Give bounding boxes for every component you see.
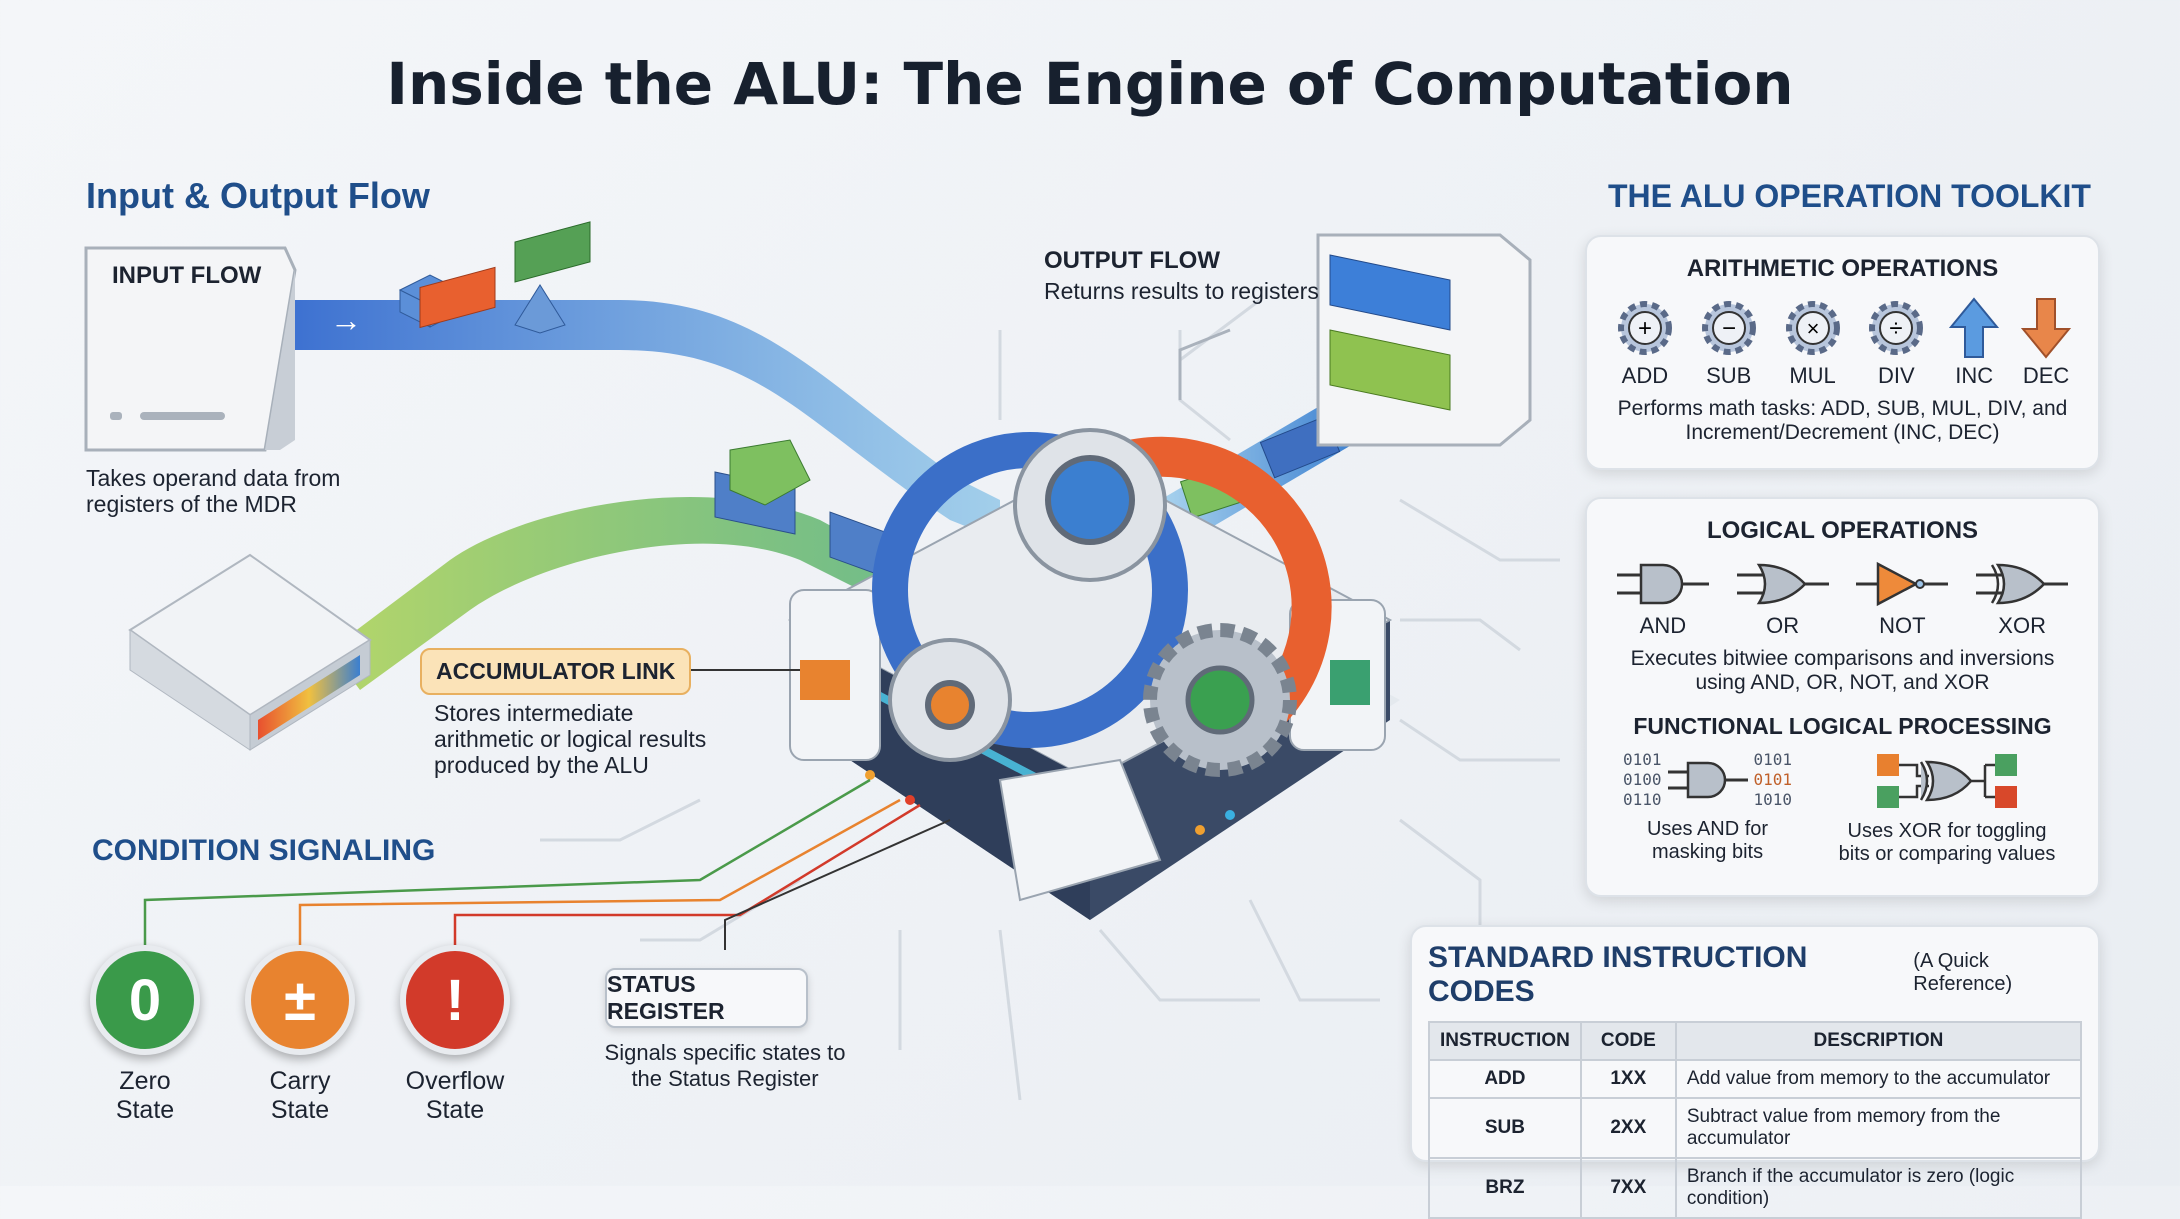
svg-text:−: −	[1722, 315, 1736, 342]
svg-text:+: +	[1638, 315, 1652, 342]
flag-label: Overflow State	[405, 1067, 505, 1124]
logical-panel: LOGICAL OPERATIONS AND OR NOT XOR Execut…	[1585, 497, 2100, 897]
input-flow-label: INPUT FLOW	[112, 262, 262, 289]
xor-toggle-example: Uses XOR for toggling bits or comparing …	[1832, 750, 2062, 866]
xor-toggle-description: Uses XOR for toggling bits or comparing …	[1838, 820, 2056, 865]
gate-and: AND	[1616, 559, 1709, 639]
accumulator-link-label: ACCUMULATOR LINK	[420, 648, 692, 695]
accumulator-drive	[128, 553, 372, 751]
op-label: DIV	[1878, 363, 1915, 388]
io-heading: Input & Output Flow	[86, 175, 430, 216]
and-masking-description: Uses AND for masking bits	[1646, 818, 1769, 863]
condition-signaling-heading: CONDITION SIGNALING	[92, 834, 436, 867]
gate-or: OR	[1736, 559, 1829, 639]
svg-text:÷: ÷	[1890, 315, 1903, 342]
input-register-box	[84, 246, 297, 452]
input-flow-arrow-icon: →	[330, 302, 362, 338]
and-gate-icon	[1616, 563, 1709, 605]
op-label: ADD	[1621, 363, 1669, 388]
arrow-down-icon	[2021, 298, 2072, 359]
gate-not: NOT	[1856, 559, 1949, 639]
op-label: INC	[1955, 363, 1994, 388]
flag-carry: ± Carry State	[225, 945, 375, 1125]
functional-title: FUNCTIONAL LOGICAL PROCESSING	[1633, 713, 2052, 739]
gear-multiply-icon: ×	[1785, 301, 1840, 355]
op-sub: − SUB	[1698, 297, 1760, 389]
instruction-codes-panel: STANDARD INSTRUCTION CODES (A Quick Refe…	[1410, 925, 2100, 1219]
output-flow-label: OUTPUT FLOW	[1044, 247, 1220, 274]
flag-label: Carry State	[269, 1067, 331, 1124]
op-label: XOR	[1998, 613, 2046, 638]
flag-overflow: ! Overflow State	[380, 945, 530, 1125]
and-gate-icon	[1667, 761, 1748, 799]
op-label: DEC	[2022, 363, 2070, 388]
flag-zero: 0 Zero State	[70, 945, 220, 1125]
input-flow-path	[280, 300, 1000, 540]
op-label: NOT	[1879, 613, 1926, 638]
instruction-codes-subtitle: (A Quick Reference)	[1913, 950, 2013, 995]
output-register-box	[1316, 233, 1532, 447]
circuit-background	[540, 298, 1560, 1101]
op-label: AND	[1639, 613, 1687, 638]
op-label: OR	[1766, 613, 1800, 638]
op-inc: INC	[1949, 297, 2000, 389]
not-gate-icon	[1856, 561, 1949, 607]
input-flow-description: Takes operand data from registers of the…	[86, 465, 341, 517]
page-title: Inside the ALU: The Engine of Computatio…	[386, 50, 1794, 118]
svg-text:×: ×	[1806, 316, 1819, 341]
alu-core	[787, 428, 1400, 920]
gear-divide-icon: ÷	[1869, 301, 1924, 355]
gate-xor: XOR	[1976, 559, 2069, 639]
logical-title: LOGICAL OPERATIONS	[1706, 517, 1979, 544]
condition-flags: 0 Zero State ± Carry State ! Overflow St…	[70, 945, 530, 1125]
data-flow-illustration	[84, 221, 1532, 950]
plus-minus-icon: ±	[245, 945, 355, 1055]
flag-label: Zero State	[115, 1067, 175, 1124]
arrow-up-icon	[1949, 297, 2000, 358]
arithmetic-title: ARITHMETIC OPERATIONS	[1686, 255, 1999, 282]
logical-description: Executes bitwiee comparisons and inversi…	[1630, 647, 2055, 694]
xor-gate-icon	[1976, 563, 2069, 605]
gear-minus-icon: −	[1701, 301, 1756, 355]
arithmetic-panel: ARITHMETIC OPERATIONS + ADD − SUB × MUL ÷ DI…	[1585, 235, 2100, 470]
accumulator-description: Stores intermediate arithmetic or logica…	[434, 700, 707, 778]
gear-plus-icon: +	[1617, 301, 1672, 355]
or-gate-icon	[1736, 563, 1829, 605]
op-label: MUL	[1789, 363, 1836, 388]
exclamation-icon: !	[400, 945, 510, 1055]
op-mul: × MUL	[1782, 297, 1844, 389]
op-add: + ADD	[1614, 297, 1676, 389]
status-register-label: STATUS REGISTER	[605, 968, 808, 1028]
xor-toggle-icon	[1877, 754, 2018, 808]
arithmetic-description: Performs math tasks: ADD, SUB, MUL, DIV,…	[1617, 397, 2068, 444]
accumulator-flow-path	[330, 497, 930, 690]
output-flow-description: Returns results to registers	[1044, 278, 1319, 304]
zero-icon: 0	[90, 945, 200, 1055]
op-div: ÷ DIV	[1865, 297, 1927, 389]
op-label: SUB	[1706, 363, 1752, 388]
status-register-description: Signals specific states to the Status Re…	[604, 1040, 846, 1091]
op-dec: DEC	[2021, 297, 2072, 389]
instruction-codes-title: STANDARD INSTRUCTION CODES	[1428, 941, 1808, 1008]
toolkit-heading: THE ALU OPERATION TOOLKIT	[1608, 178, 2091, 214]
